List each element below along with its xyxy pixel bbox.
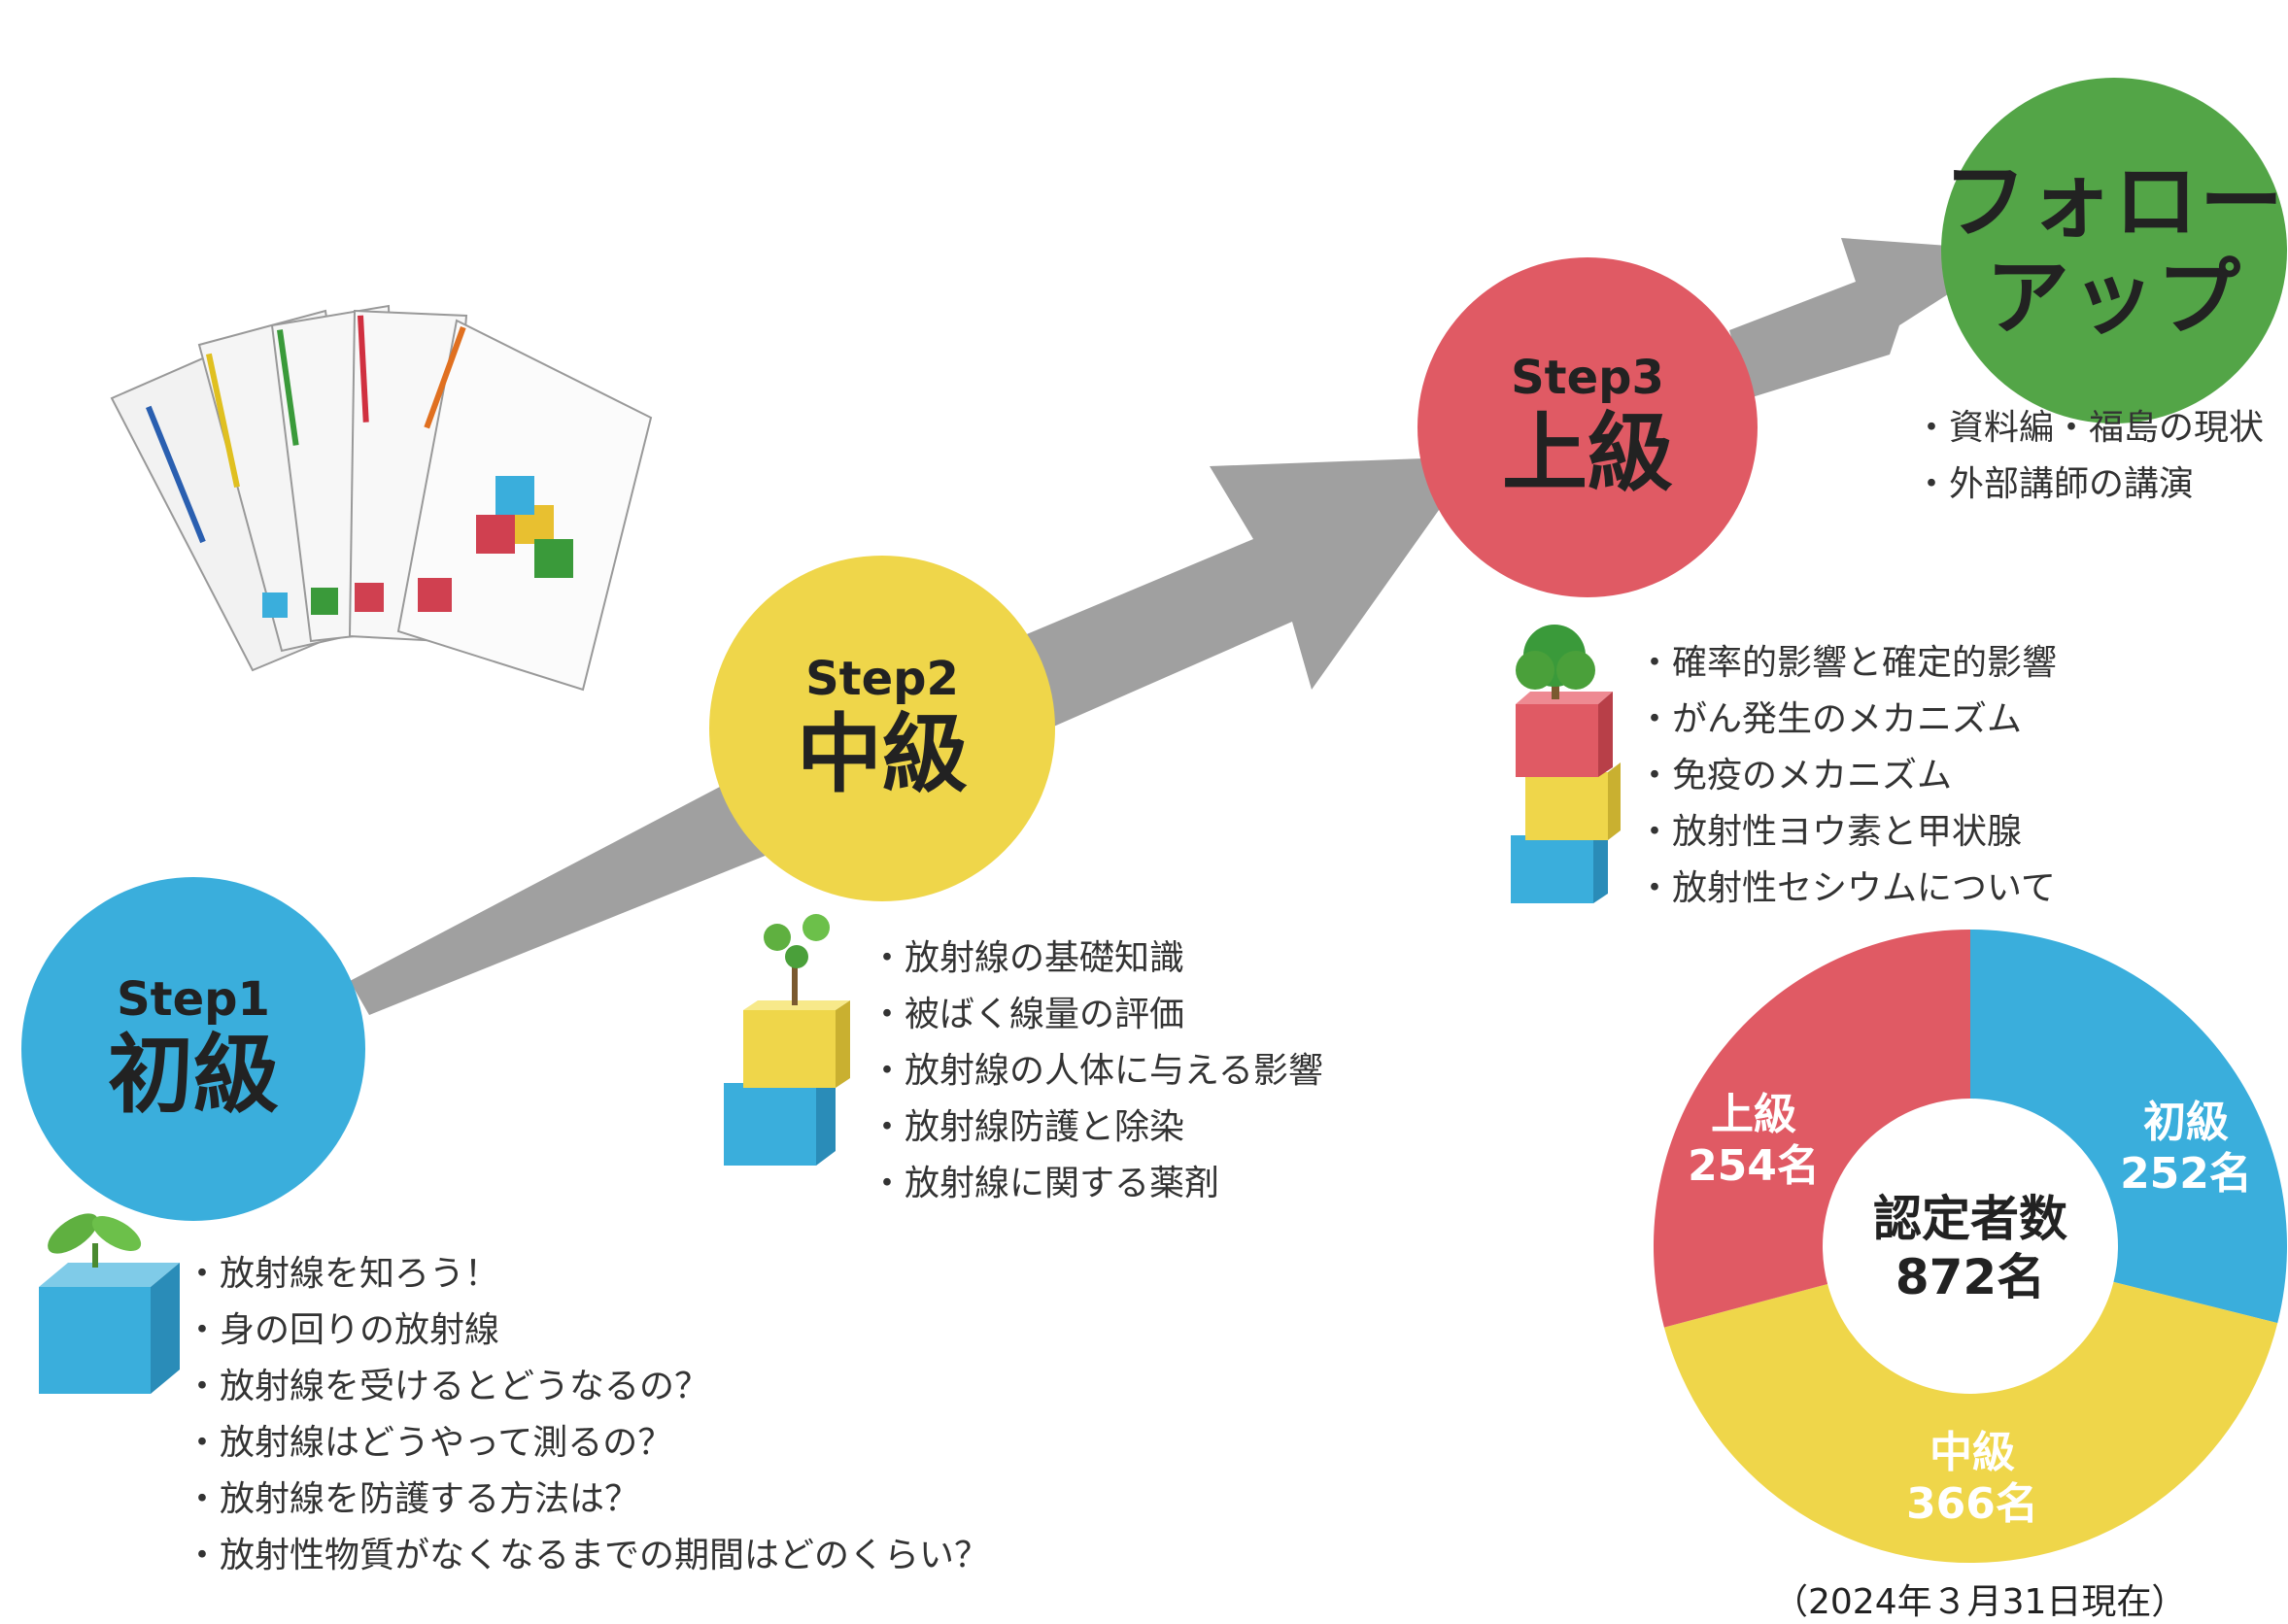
followup-circle: フォロー アップ [1941, 78, 2287, 423]
list-item: 被ばく線量の評価 [870, 987, 1323, 1043]
donut-center-label: 認定者数 872名 [1825, 1190, 2116, 1306]
list-item: 放射性ヨウ素と甲状腺 [1637, 804, 2057, 861]
list-item: 放射性物質がなくなるまでの期間はどのくらい？ [185, 1528, 989, 1584]
arrow-step1-to-step2 [350, 777, 768, 1015]
slice-value: 254名 [1688, 1140, 1820, 1191]
step3-level-label: 上級 [1501, 402, 1673, 503]
slice-label-上級: 上級 254名 [1666, 1090, 1841, 1193]
list-item: 放射線を知ろう！ [185, 1246, 989, 1303]
donut-slice-中級 [1663, 1281, 2278, 1563]
followup-label-line2: アップ [1986, 250, 2242, 347]
step3-topic-list: 確率的影響と確定的影響 がん発生のメカニズム 免疫のメカニズム 放射性ヨウ素と甲… [1637, 635, 2057, 917]
list-item: 放射線防護と除染 [870, 1100, 1323, 1156]
list-item: 確率的影響と確定的影響 [1637, 635, 2057, 692]
slice-name: 初級 [2143, 1098, 2229, 1147]
list-item: 身の回りの放射線 [185, 1303, 989, 1359]
date-note: （2024年３月31日現在） [1773, 1582, 2187, 1622]
list-item: がん発生のメカニズム [1637, 692, 2057, 748]
list-item: 放射線の人体に与える影響 [870, 1043, 1323, 1100]
step2-level-label: 中級 [796, 703, 968, 804]
step3-step-label: Step3 [1511, 351, 1664, 405]
list-item: 放射線を受けるとどうなるの？ [185, 1359, 989, 1415]
arrow-step2-to-step3 [1010, 457, 1477, 728]
slice-value: 366名 [1906, 1478, 2038, 1529]
slice-name: 上級 [1711, 1090, 1796, 1139]
list-item: 外部講師の講演 [1914, 457, 2264, 513]
followup-label-line1: フォロー [1943, 153, 2285, 252]
step2-step-label: Step2 [805, 652, 959, 706]
step3-circle: Step3 上級 [1417, 257, 1758, 597]
step1-circle: Step1 初級 [21, 877, 365, 1221]
step2-topic-list: 放射線の基礎知識 被ばく線量の評価 放射線の人体に与える影響 放射線防護と除染 … [870, 930, 1323, 1212]
list-item: 放射線の基礎知識 [870, 930, 1323, 987]
slice-label-初級: 初級 252名 [2099, 1098, 2273, 1201]
step2-block-icon [724, 914, 850, 1166]
step2-circle: Step2 中級 [709, 556, 1055, 901]
donut-center-total: 872名 [1895, 1249, 2046, 1305]
list-item: 放射線を防護する方法は？ [185, 1472, 989, 1528]
step1-block-icon [39, 1213, 180, 1394]
step1-level-label: 初級 [107, 1024, 279, 1125]
donut-center-title: 認定者数 [1873, 1191, 2067, 1247]
list-item: 資料編・福島の現状 [1914, 400, 2264, 457]
list-item: 放射線に関する薬剤 [870, 1156, 1323, 1212]
list-item: 免疫のメカニズム [1637, 748, 2057, 804]
list-item: 放射線はどうやって測るの？ [185, 1415, 989, 1472]
slice-value: 252名 [2120, 1148, 2252, 1199]
donut-slice-上級 [1654, 930, 1970, 1328]
step1-topic-list: 放射線を知ろう！ 身の回りの放射線 放射線を受けるとどうなるの？ 放射線はどうや… [185, 1246, 989, 1584]
slice-name: 中級 [1929, 1428, 2015, 1477]
textbook-stack-image [110, 304, 653, 692]
certified-donut-chart [1654, 930, 2287, 1563]
step1-step-label: Step1 [117, 972, 270, 1027]
followup-topic-list: 資料編・福島の現状 外部講師の講演 [1914, 400, 2264, 513]
step3-block-icon [1511, 625, 1621, 903]
list-item: 放射性セシウムについて [1637, 861, 2057, 917]
slice-label-中級: 中級 366名 [1885, 1428, 2060, 1531]
donut-slice-初級 [1970, 930, 2287, 1324]
